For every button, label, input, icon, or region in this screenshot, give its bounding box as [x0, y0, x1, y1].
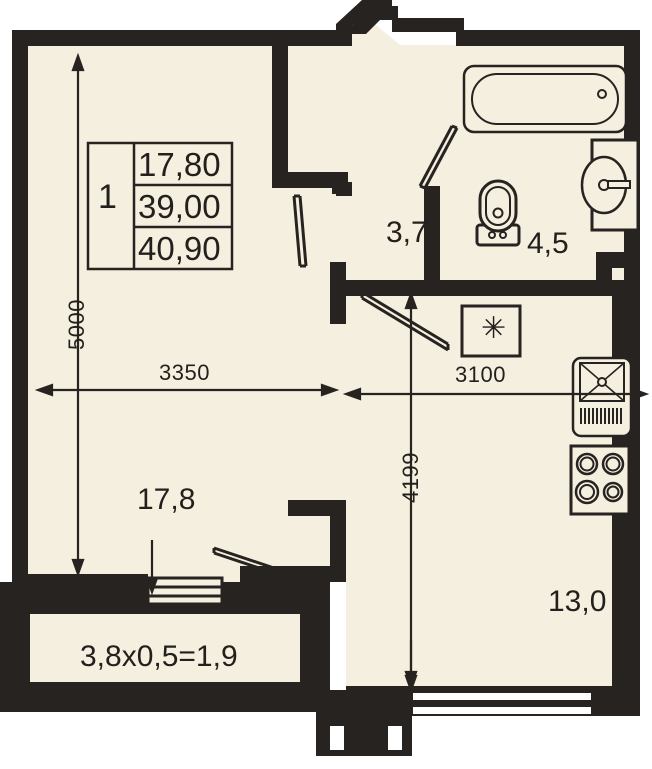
- kitchen-sink-icon: [571, 356, 633, 438]
- dimline-kitchen-entry: [404, 640, 418, 694]
- bathroom-area-label: 4,5: [527, 227, 569, 260]
- balcony-label: 3,8x0,5=1,9: [80, 640, 238, 673]
- dimension-label-5000: 5000: [64, 299, 89, 350]
- hall-area-label: 3,7: [386, 216, 428, 249]
- washbasin-icon: [580, 138, 640, 232]
- dimension-label-3100: 3100: [455, 362, 506, 387]
- wall-top-right-run: [392, 18, 464, 32]
- hall-lower-floor: [272, 260, 362, 580]
- info-table-grid: [86, 141, 234, 271]
- wall-balcony-right: [300, 582, 330, 712]
- balcony-floor: [28, 612, 306, 684]
- wall-balcony-step: [240, 566, 306, 596]
- wall-balcony-bottom: [0, 682, 330, 712]
- dimline-5000: [71, 52, 85, 578]
- living-room-area-label: 17,8: [137, 483, 196, 516]
- kitchen-area-label: 13,0: [548, 585, 607, 618]
- wall-living-hall-jog-bottom: [288, 500, 346, 516]
- living-room-floor: [28, 45, 286, 582]
- window-living-room: [146, 576, 224, 606]
- door-bathroom: [418, 124, 459, 190]
- wall-bathroom-bottom: [424, 280, 628, 296]
- info-table-total-area: 40,90: [138, 230, 221, 267]
- door-living-room-lower: [212, 546, 288, 579]
- door-living-room-upper: [292, 194, 308, 268]
- wall-bathroom-notch-vert: [596, 252, 612, 296]
- wall-living-hall-lower: [330, 500, 346, 582]
- dimension-lines: [34, 52, 650, 694]
- utility-riser-box: [460, 304, 522, 358]
- window-kitchen: [411, 691, 593, 716]
- dimension-label-4199: 4199: [398, 452, 423, 503]
- windows: [146, 576, 593, 750]
- ventilation-riser-icon: ✳: [481, 312, 507, 345]
- dimline-balcony-entry: [145, 540, 159, 596]
- wall-left: [12, 30, 28, 590]
- dimline-3100: [342, 387, 650, 401]
- info-table-living-area: 17,80: [138, 146, 221, 183]
- wall-living-bottom: [12, 574, 148, 590]
- wall-kitchen-top: [346, 280, 426, 296]
- wall-living-hall-mid: [330, 262, 346, 324]
- info-table-room-count: 1: [98, 178, 117, 216]
- wall-hall-corner: [336, 182, 352, 196]
- stove-icon: [569, 444, 631, 516]
- wall-top-right: [456, 30, 640, 46]
- door-kitchen: [360, 290, 450, 352]
- bathtub-icon: [462, 64, 628, 134]
- wall-hall-bathroom: [424, 186, 440, 296]
- wall-top-step: [300, 0, 392, 46]
- wall-hall-jog-top: [272, 172, 348, 188]
- wall-top-diagonal: [352, 6, 398, 34]
- dimension-label-3350: 3350: [159, 360, 210, 385]
- dimline-3350: [34, 383, 340, 397]
- wall-living-hall-upper: [272, 46, 288, 186]
- doors: [212, 124, 459, 579]
- wall-top-left: [12, 30, 300, 46]
- vent-block-bottom: [330, 726, 402, 750]
- info-table-area-without-balcony: 39,00: [138, 188, 221, 225]
- toilet-icon: [475, 179, 521, 247]
